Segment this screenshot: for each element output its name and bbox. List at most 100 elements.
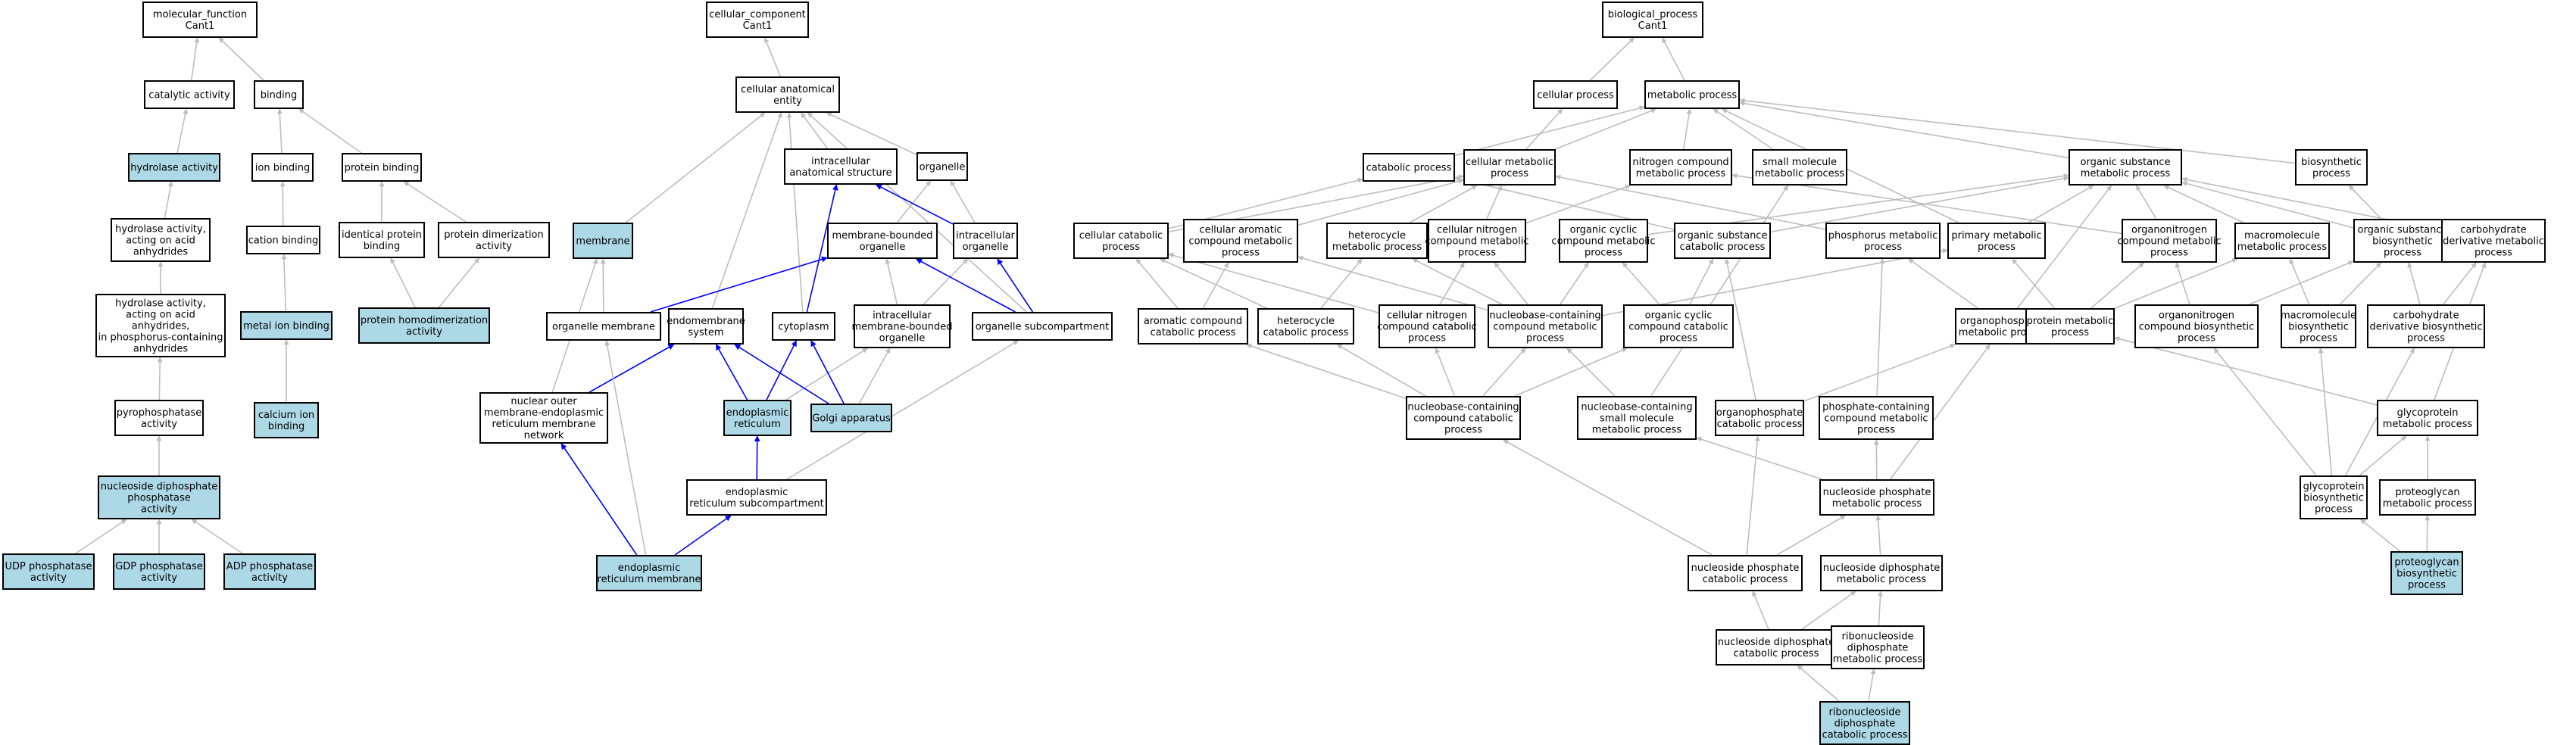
- node-label-line: Cant1: [743, 20, 773, 32]
- node-label-line: phosphatase: [127, 493, 191, 504]
- node-hydrolase[interactable]: hydrolase activity: [128, 153, 220, 182]
- node-orgsub[interactable]: organelle subcompartment: [972, 312, 1113, 341]
- node-ionbind[interactable]: ion binding: [251, 153, 314, 182]
- node-hydacid[interactable]: hydrolase activity,acting on acidanhydri…: [111, 218, 211, 262]
- node-label-line: Golgi apparatus: [812, 413, 891, 425]
- node-membrane[interactable]: membrane: [573, 223, 633, 259]
- node-box: [2295, 149, 2368, 185]
- node-catproc[interactable]: catabolic process: [1363, 153, 1455, 182]
- edge-ias-to-cae: [801, 112, 828, 149]
- edge-orgnitbio-to-orgnitmet: [2175, 262, 2190, 305]
- node-hydphos[interactable]: hydrolase activity,acting on acidanhydri…: [95, 294, 226, 357]
- node-ndpphos[interactable]: nucleoside diphosphatephosphataseactivit…: [98, 475, 220, 519]
- node-box: [1463, 149, 1556, 185]
- node-label-line: diphosphate: [1847, 643, 1909, 654]
- node-cytoplasm[interactable]: cytoplasm: [772, 312, 835, 341]
- node-label-line: cellular catabolic: [1079, 230, 1163, 242]
- node-orgmem[interactable]: organelle membrane: [546, 312, 661, 341]
- node-nuclear[interactable]: nuclear outermembrane-endoplasmicreticul…: [479, 392, 608, 444]
- edge-nucphosmet-to-nbcsmall: [1696, 436, 1822, 480]
- edge-nbccat-to-orgcyccat: [1514, 348, 1628, 397]
- node-metproc[interactable]: metabolic process: [1644, 80, 1740, 109]
- node-protbind[interactable]: protein binding: [342, 153, 422, 182]
- node-binding[interactable]: binding: [254, 80, 304, 109]
- edge-orgsub-to-mbo: [916, 258, 1016, 313]
- node-label-line: carbohydrate: [2460, 225, 2526, 236]
- node-organelle[interactable]: organelle: [916, 152, 968, 181]
- edge-cae-to-cc: [763, 37, 782, 77]
- node-label-line: process: [1864, 242, 1902, 253]
- node-metalion[interactable]: metal ion binding: [240, 311, 333, 340]
- node-golgi[interactable]: Golgi apparatus: [810, 404, 892, 432]
- node-box: [1138, 308, 1248, 344]
- node-label-line: membrane-bounded: [832, 230, 932, 242]
- node-cationbind[interactable]: cation binding: [246, 226, 320, 254]
- node-label-line: compound catabolic: [1413, 413, 1513, 425]
- node-catact[interactable]: catalytic activity: [144, 80, 235, 109]
- edge-imbo-to-intorg: [923, 258, 969, 305]
- edge-nbccat-to-nbcmet: [1482, 348, 1526, 397]
- node-cellproc[interactable]: cellular process: [1533, 80, 1618, 109]
